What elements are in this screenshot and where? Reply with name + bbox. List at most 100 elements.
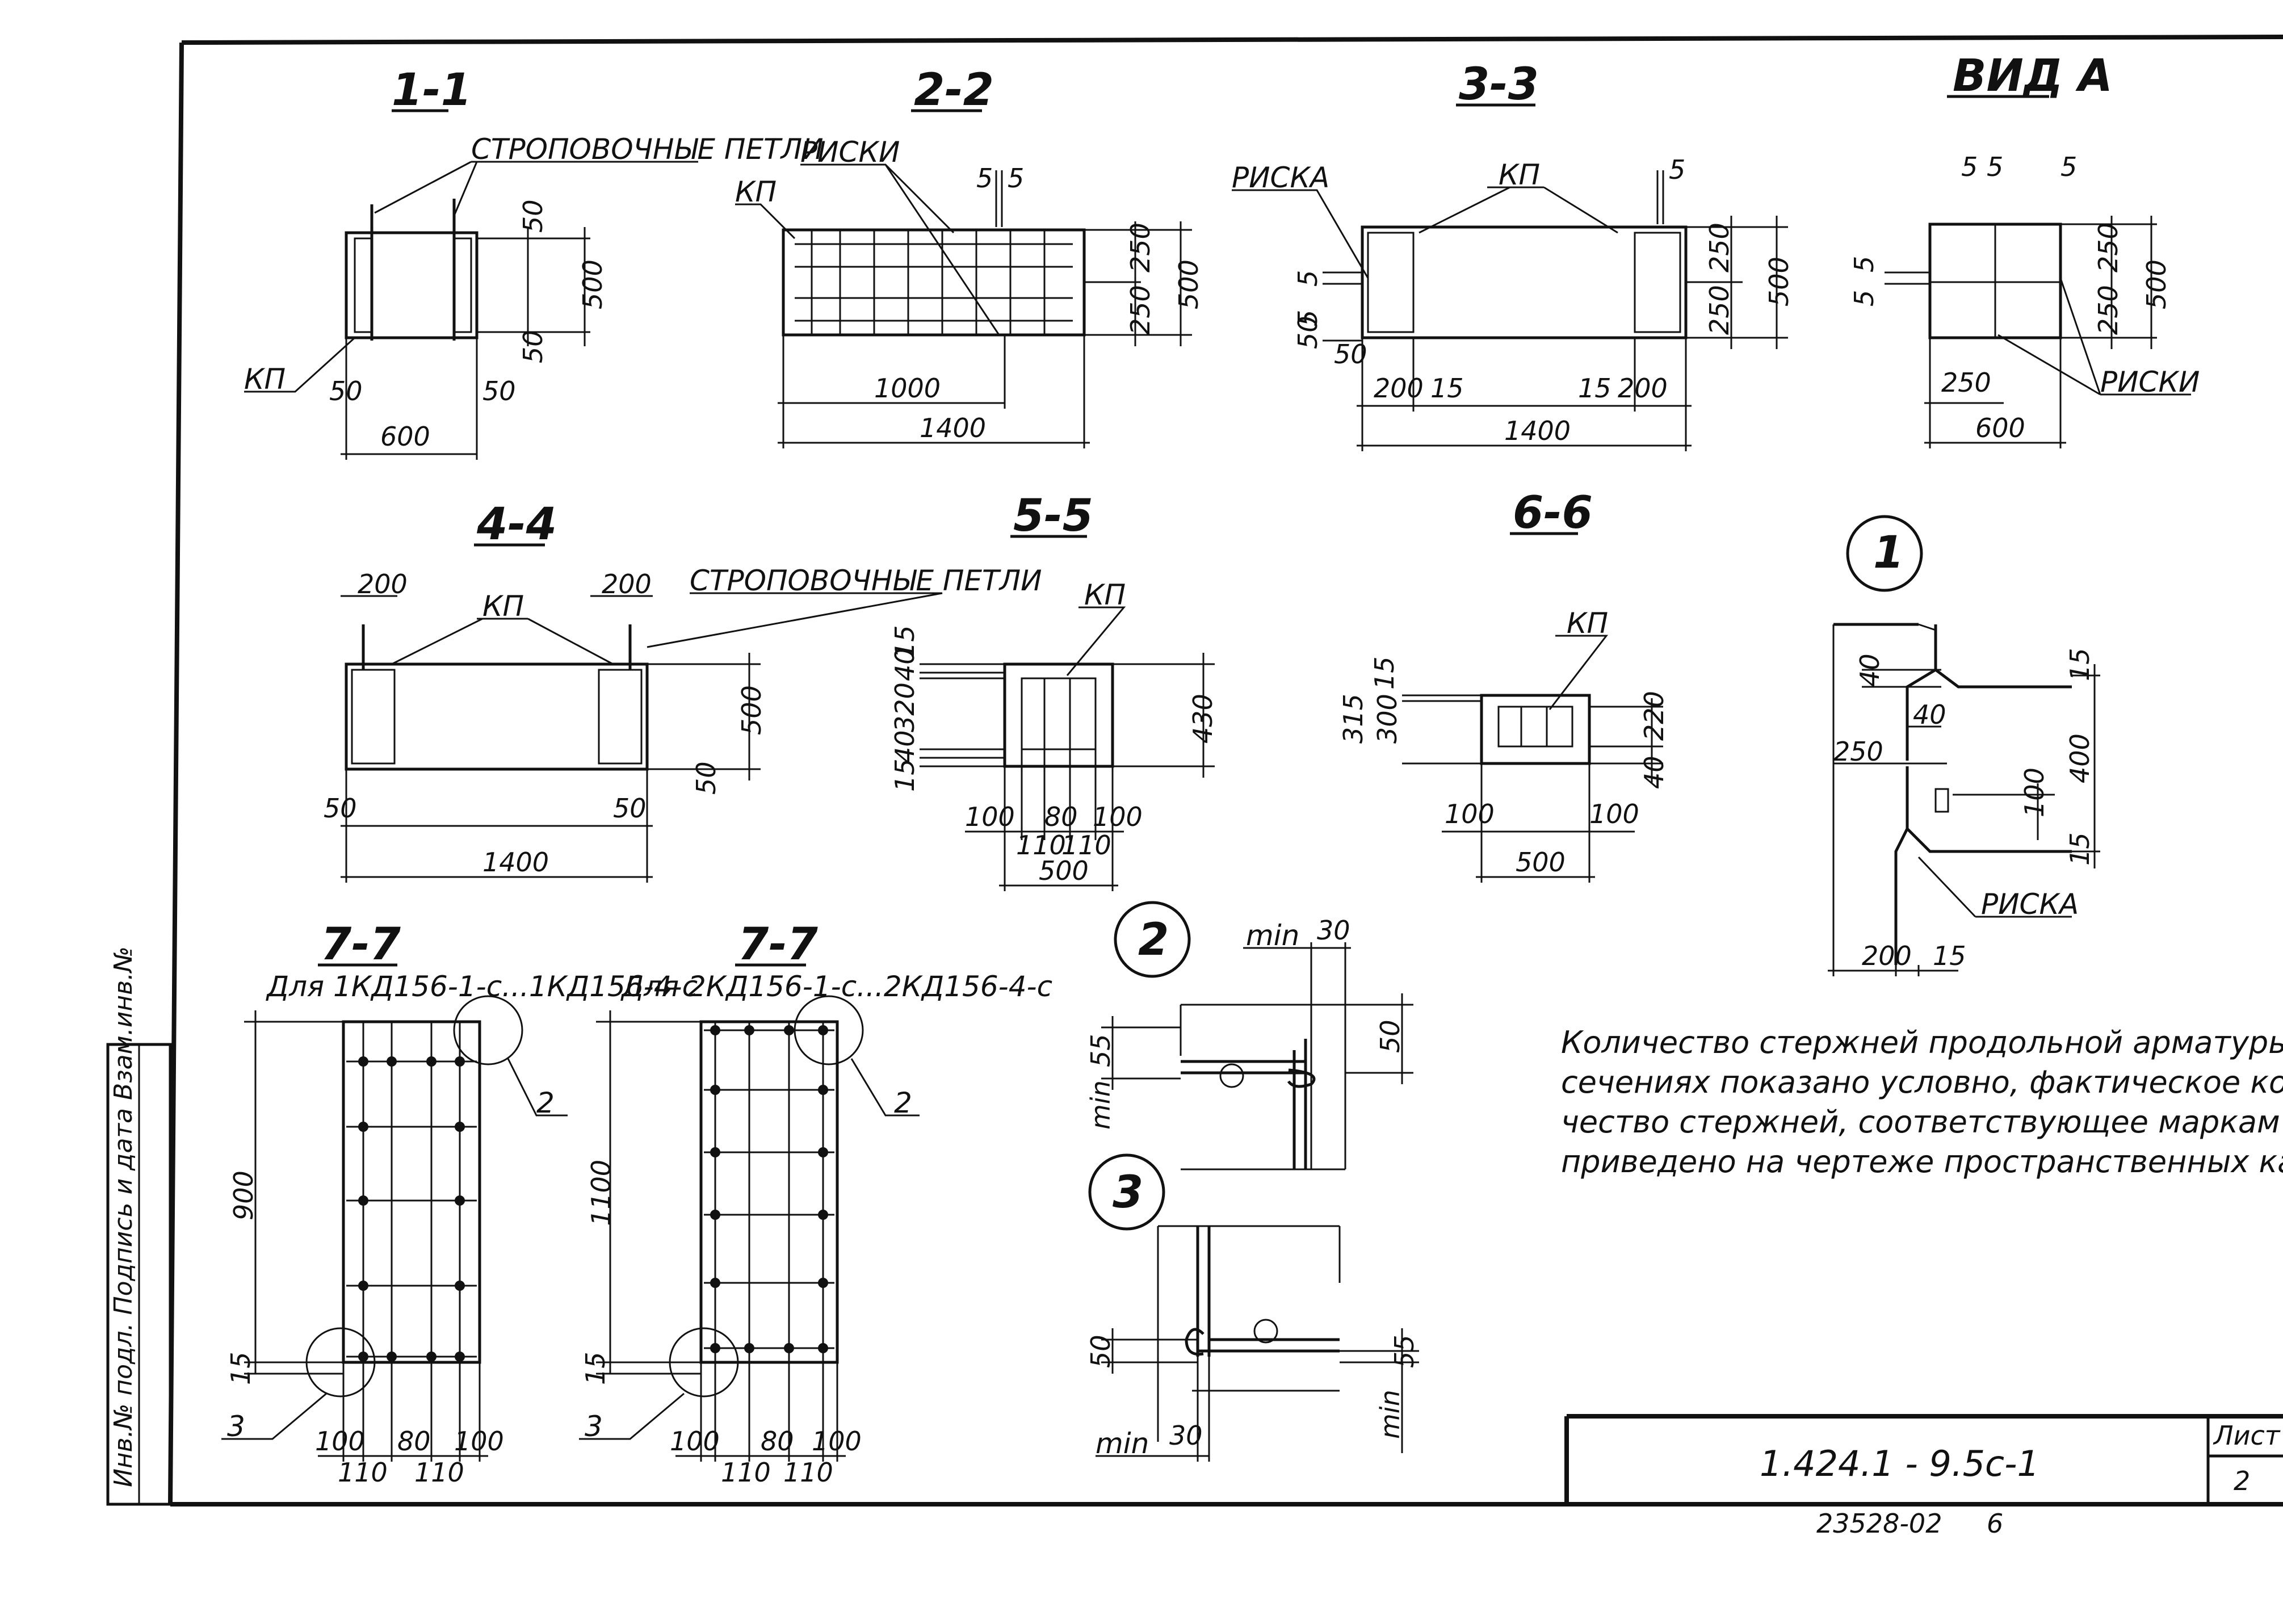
svg-text:min: min bbox=[1246, 919, 1299, 952]
node-number: 1 bbox=[1873, 527, 1904, 578]
svg-text:100: 100 bbox=[2019, 767, 2050, 817]
svg-text:250: 250 bbox=[1125, 285, 1156, 335]
kp-label: КП bbox=[735, 175, 777, 208]
svg-text:1400: 1400 bbox=[1504, 416, 1571, 446]
svg-text:250: 250 bbox=[2093, 223, 2123, 272]
svg-text:5: 5 bbox=[1987, 152, 2003, 182]
svg-text:50: 50 bbox=[518, 199, 548, 233]
svg-text:100: 100 bbox=[1589, 799, 1639, 829]
section-title: 5-5 bbox=[1013, 490, 1093, 542]
svg-text:500: 500 bbox=[736, 685, 767, 735]
svg-text:220: 220 bbox=[1639, 691, 1669, 741]
svg-text:15: 15 bbox=[1369, 656, 1400, 690]
node-number: 3 bbox=[1113, 1167, 1143, 1218]
svg-text:3: 3 bbox=[227, 1410, 245, 1443]
svg-text:40: 40 bbox=[1913, 699, 1946, 730]
svg-text:15: 15 bbox=[580, 1352, 611, 1385]
section-7-7-b: 7-7 Для 2КД156-1-с...2КД156-4-с 2 3 1100… bbox=[579, 919, 1052, 1488]
svg-text:min: min bbox=[1375, 1390, 1405, 1439]
drawing-code: 1.424.1 - 9.5с-1 bbox=[1760, 1443, 2039, 1484]
sheet-frame bbox=[168, 35, 2283, 1506]
section-7-7-a: 7-7 Для 1КД156-1-с...1КД156-4-с 2 3 900 … bbox=[221, 919, 698, 1488]
svg-text:250: 250 bbox=[1704, 285, 1735, 335]
svg-text:80: 80 bbox=[761, 1426, 794, 1457]
svg-text:250: 250 bbox=[1833, 736, 1883, 767]
svg-text:600: 600 bbox=[1975, 413, 2025, 443]
svg-text:80: 80 bbox=[397, 1426, 431, 1457]
archive-page: 6 bbox=[1987, 1508, 2003, 1539]
svg-text:300: 300 bbox=[1372, 694, 1403, 744]
svg-text:30: 30 bbox=[1317, 915, 1350, 946]
section-title: 2-2 bbox=[914, 65, 994, 116]
svg-text:40: 40 bbox=[889, 648, 920, 681]
svg-text:400: 400 bbox=[2064, 733, 2095, 783]
node-2-circle bbox=[1114, 901, 1191, 978]
svg-text:500: 500 bbox=[1173, 259, 1204, 309]
view-a: ВИД А 5 5 5 5 5 250 250 500 250 600 РИСК… bbox=[1849, 51, 2200, 448]
svg-text:50: 50 bbox=[1292, 316, 1323, 349]
svg-text:500: 500 bbox=[1039, 855, 1089, 886]
svg-text:100: 100 bbox=[812, 1426, 862, 1457]
svg-text:500: 500 bbox=[577, 259, 608, 309]
node-3-circle bbox=[1088, 1153, 1165, 1231]
svg-text:50: 50 bbox=[518, 330, 548, 363]
svg-text:315: 315 bbox=[1338, 694, 1369, 744]
svg-text:1400: 1400 bbox=[482, 847, 549, 878]
svg-text:200: 200 bbox=[1374, 373, 1424, 404]
svg-text:40: 40 bbox=[1639, 756, 1669, 789]
svg-text:1400: 1400 bbox=[920, 413, 986, 443]
kp-label: КП bbox=[1084, 578, 1126, 611]
side-stamp: Инв.№ подл. Подпись и дата Взам.инв.№ bbox=[106, 946, 172, 1506]
svg-text:100: 100 bbox=[1093, 801, 1143, 832]
svg-text:200: 200 bbox=[1618, 373, 1668, 404]
side-stamp-text: Инв.№ подл. Подпись и дата Взам.инв.№ bbox=[109, 946, 138, 1487]
svg-text:50: 50 bbox=[1085, 1335, 1116, 1368]
svg-text:100: 100 bbox=[965, 801, 1015, 832]
node-1-circle bbox=[1846, 515, 1923, 592]
svg-text:50: 50 bbox=[324, 793, 357, 824]
section-title: 1-1 bbox=[392, 65, 472, 116]
svg-text:15: 15 bbox=[2064, 832, 2095, 866]
marks-label: РИСКИ bbox=[800, 136, 900, 169]
node-3-detail: 3 50 min 30 min 55 bbox=[1085, 1153, 1420, 1462]
svg-text:min: min bbox=[1096, 1427, 1149, 1460]
svg-text:5: 5 bbox=[1292, 270, 1323, 287]
kp-label: КП bbox=[482, 590, 524, 623]
kp-label: КП bbox=[1499, 158, 1540, 191]
svg-text:200: 200 bbox=[602, 569, 652, 599]
callout-2-circle bbox=[453, 995, 523, 1065]
node-number: 2 bbox=[1138, 914, 1169, 966]
kp-label: КП bbox=[1567, 607, 1608, 640]
view-title: ВИД А bbox=[1953, 51, 2113, 102]
loops-label: СТРОПОВОЧНЫЕ ПЕТЛИ bbox=[690, 564, 1042, 597]
svg-text:110: 110 bbox=[721, 1457, 771, 1488]
svg-text:5: 5 bbox=[1292, 310, 1323, 326]
svg-text:110: 110 bbox=[414, 1457, 464, 1488]
section-3-3: 3-3 РИСКА КП 250 250 500 5 5 5 50 50 200… bbox=[1232, 59, 1794, 451]
svg-text:50: 50 bbox=[691, 761, 721, 795]
svg-text:500: 500 bbox=[1764, 257, 1794, 307]
svg-text:5: 5 bbox=[1961, 152, 1978, 182]
svg-text:3: 3 bbox=[585, 1410, 603, 1443]
svg-text:100: 100 bbox=[1445, 799, 1495, 829]
note-line-1: Количество стержней продольной арматуры … bbox=[1561, 1025, 2283, 1060]
svg-text:600: 600 bbox=[380, 421, 430, 452]
section-subtitle: Для 2КД156-1-с...2КД156-4-с bbox=[620, 970, 1052, 1003]
svg-text:250: 250 bbox=[1125, 223, 1156, 272]
svg-text:40: 40 bbox=[889, 730, 920, 763]
svg-text:5: 5 bbox=[1669, 154, 1685, 185]
svg-text:2: 2 bbox=[536, 1086, 555, 1119]
svg-text:50: 50 bbox=[482, 376, 516, 406]
svg-text:15: 15 bbox=[225, 1352, 256, 1385]
section-title: 7-7 bbox=[738, 919, 819, 970]
section-title: 4-4 bbox=[476, 499, 557, 550]
svg-text:110: 110 bbox=[338, 1457, 388, 1488]
svg-text:15: 15 bbox=[889, 625, 920, 658]
section-1-1: 1-1 СТРОПОВОЧНЫЕ ПЕТЛИ КП 50 50 600 50 5… bbox=[244, 65, 824, 460]
svg-text:80: 80 bbox=[1044, 801, 1078, 832]
archive-number: 23528-02 bbox=[1816, 1508, 1942, 1539]
title-block: 1.424.1 - 9.5с-1 Лист 2 23528-02 6 bbox=[1564, 1414, 2283, 1539]
mark-label: РИСКА bbox=[1232, 161, 1329, 194]
svg-text:5: 5 bbox=[1849, 256, 1879, 272]
